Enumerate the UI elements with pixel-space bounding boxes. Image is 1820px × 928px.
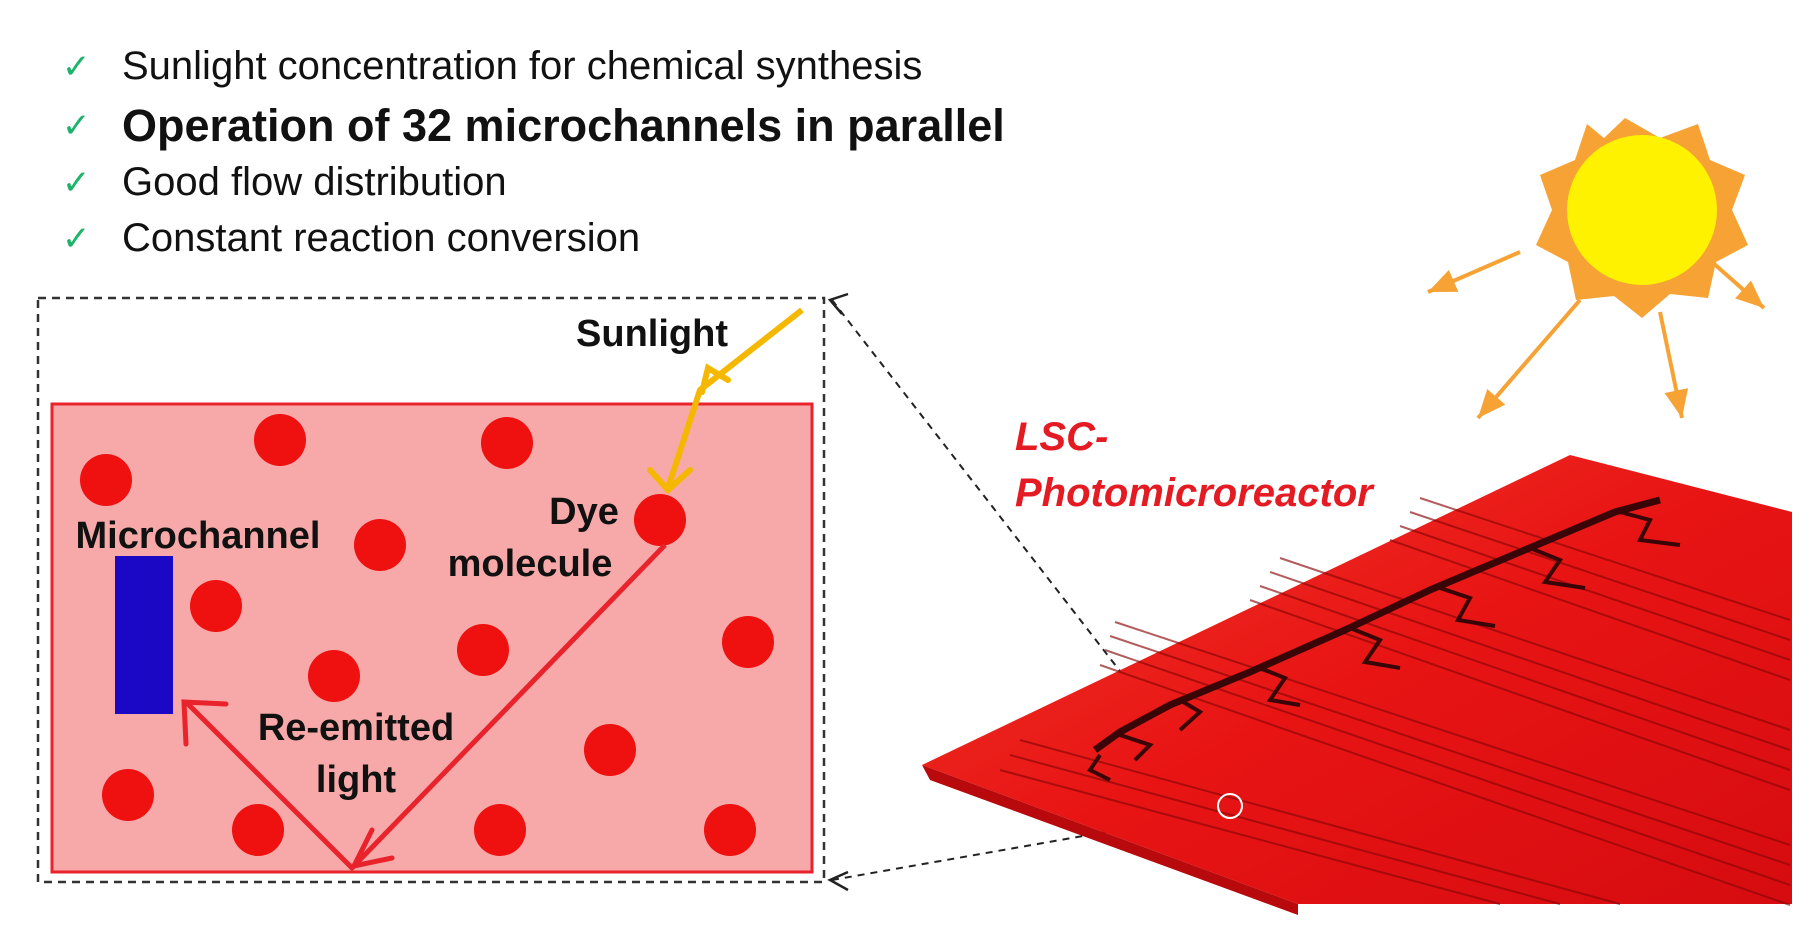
dye-molecule-dot: [232, 804, 284, 856]
reactor-manifold: [1092, 496, 1661, 753]
sunlight-ray-head-2: [647, 467, 693, 495]
zoom-connector-top-head: [827, 292, 849, 315]
dye-molecules: [80, 414, 774, 856]
check-icon: ✓: [62, 219, 91, 258]
dye-molecule-dot: [481, 417, 533, 469]
reactor-photo: [922, 455, 1792, 915]
reactor-channels: [999, 497, 1791, 906]
dye-label-line2: molecule: [448, 543, 613, 585]
sun-rays: [1427, 250, 1766, 420]
zoom-connector-bottom-head: [827, 870, 849, 892]
dye-molecule-dot: [457, 624, 509, 676]
sun-ray: [1427, 250, 1521, 294]
bullet-4: ✓ Constant reaction conversion: [62, 216, 640, 261]
dye-molecule-dot: [190, 580, 242, 632]
bullet-1-text: Sunlight concentration for chemical synt…: [122, 44, 923, 88]
sun-ray: [1710, 260, 1766, 310]
bullet-2: ✓ Operation of 32 microchannels in paral…: [62, 100, 1005, 152]
lsc-label-line1: LSC-: [1015, 415, 1108, 459]
sunlight-label: Sunlight: [576, 313, 728, 355]
microchannel-label: Microchannel: [76, 515, 321, 557]
check-icon: ✓: [62, 163, 91, 202]
lsc-panel: [50, 402, 814, 874]
dye-molecule-dot: [474, 804, 526, 856]
sunlight-ray-head-1: [699, 363, 731, 395]
reactor-plate: [922, 455, 1792, 904]
check-icon: ✓: [62, 47, 91, 86]
reactor-branches: [1087, 510, 1681, 782]
dye-molecule-dot: [102, 769, 154, 821]
bullet-1: ✓ Sunlight concentration for chemical sy…: [62, 44, 922, 89]
lsc-label-line2: Photomicroreactor: [1015, 471, 1375, 515]
dye-label-line1: Dye: [549, 491, 619, 533]
zoom-connector-top: [831, 299, 1221, 801]
reemitted-arrow-head-2: [181, 699, 229, 747]
reemitted-arrow-head-1: [349, 827, 395, 870]
dye-molecule-dot: [722, 616, 774, 668]
zoom-box: [36, 296, 826, 884]
sun-ray: [1658, 311, 1689, 419]
bullet-3: ✓ Good flow distribution: [62, 160, 507, 205]
reactor-zoom-point: [1217, 793, 1243, 819]
sun-icon: [1536, 118, 1748, 318]
reemit-label-line2: light: [316, 759, 397, 801]
bullet-3-text: Good flow distribution: [122, 160, 507, 204]
reemit-label-line1: Re-emitted: [258, 707, 454, 749]
check-icon: ✓: [62, 107, 91, 145]
dye-molecule-highlight: [634, 494, 686, 546]
sun-core: [1567, 135, 1717, 285]
sun-ray: [1476, 298, 1582, 420]
bullet-4-text: Constant reaction conversion: [122, 216, 641, 260]
dye-molecule-dot: [584, 724, 636, 776]
microchannel-rect: [115, 556, 173, 714]
bullet-2-text: Operation of 32 microchannels in paralle…: [122, 100, 1005, 151]
dye-molecule-dot: [254, 414, 306, 466]
dye-molecule-dot: [354, 519, 406, 571]
dye-molecule-dot: [308, 650, 360, 702]
reactor-edge: [922, 765, 1298, 915]
dye-molecule-dot: [80, 454, 132, 506]
dye-molecule-dot: [704, 804, 756, 856]
